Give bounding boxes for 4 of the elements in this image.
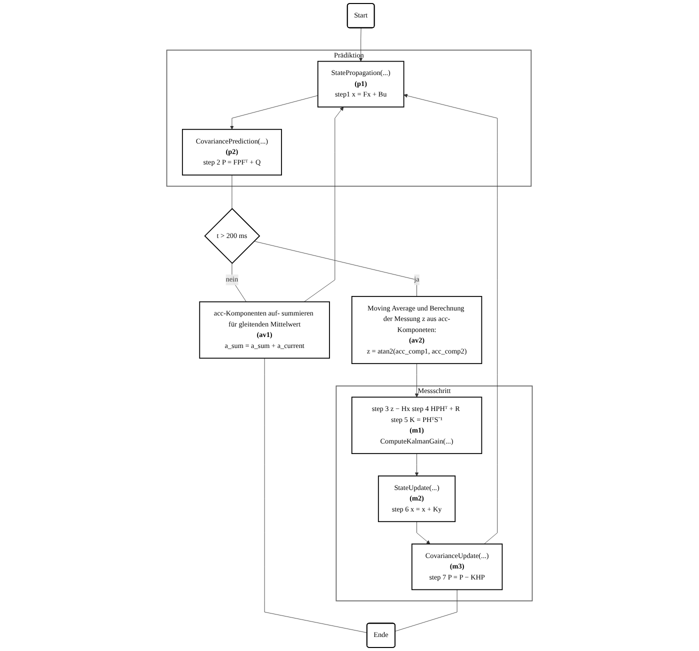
- connector: [264, 358, 368, 633]
- connector: [395, 589, 458, 632]
- connector: [254, 240, 417, 297]
- connector: [232, 263, 246, 302]
